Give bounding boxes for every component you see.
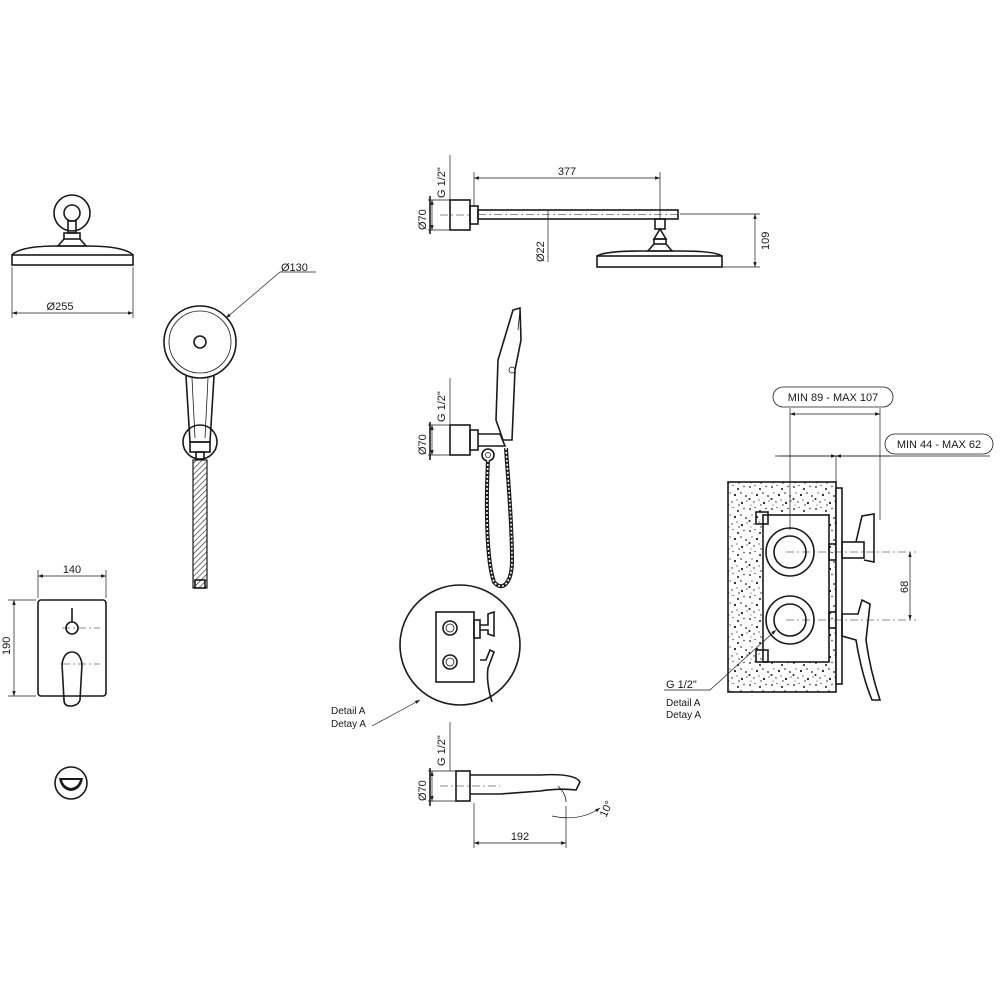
detail-a-label-2: Detay A: [331, 719, 366, 730]
spout-angle-label: 10°: [598, 799, 616, 819]
rain-shower-head-front-view: Ø255: [11, 194, 134, 318]
hand-thread-label: G 1/2": [436, 391, 448, 422]
spout-length-label: 192: [511, 831, 529, 843]
section-detail-label-2: Detay A: [666, 710, 701, 721]
detail-a-label-1: Detail A: [331, 706, 366, 717]
hand-flange-label: Ø70: [417, 434, 429, 455]
plate-height-label: 190: [1, 637, 13, 655]
shower-arm-side-view: 377 Ø70 G 1/2" Ø22 109: [417, 155, 772, 268]
arm-thread-label: G 1/2": [436, 167, 448, 198]
arm-flange-label: Ø70: [417, 209, 429, 230]
hand-shower-side-view: Ø70 G 1/2": [417, 306, 522, 589]
arm-length-label: 377: [558, 166, 576, 178]
spout-flange-label: Ø70: [417, 780, 429, 801]
port-spacing-label: 68: [899, 581, 911, 593]
trim-plate-front-view: 140 190: [1, 564, 107, 707]
spout-thread-label: G 1/2": [436, 735, 448, 766]
rain-head-diameter-label: Ø255: [47, 301, 74, 313]
spout-side-view: Ø70 G 1/2" 192 10°: [417, 722, 616, 848]
drop-height-label: 109: [760, 232, 772, 250]
wall-section-detail: 68 MIN 89 - MAX 107 MIN 44 - MAX 62 G 1/…: [664, 386, 994, 721]
depth-range-2-label: MIN 44 - MAX 62: [897, 439, 981, 451]
detail-a-circle: Detail A Detay A: [331, 584, 521, 730]
plate-width-label: 140: [63, 564, 81, 576]
hand-shower-front-view: Ø130: [163, 262, 316, 589]
hand-shower-diameter-label: Ø130: [281, 262, 308, 274]
spout-end-view: [54, 766, 88, 800]
section-detail-label-1: Detail A: [666, 698, 701, 709]
depth-range-1-label: MIN 89 - MAX 107: [788, 392, 878, 404]
arm-tube-label: Ø22: [535, 241, 547, 262]
section-thread-label: G 1/2": [666, 679, 697, 691]
